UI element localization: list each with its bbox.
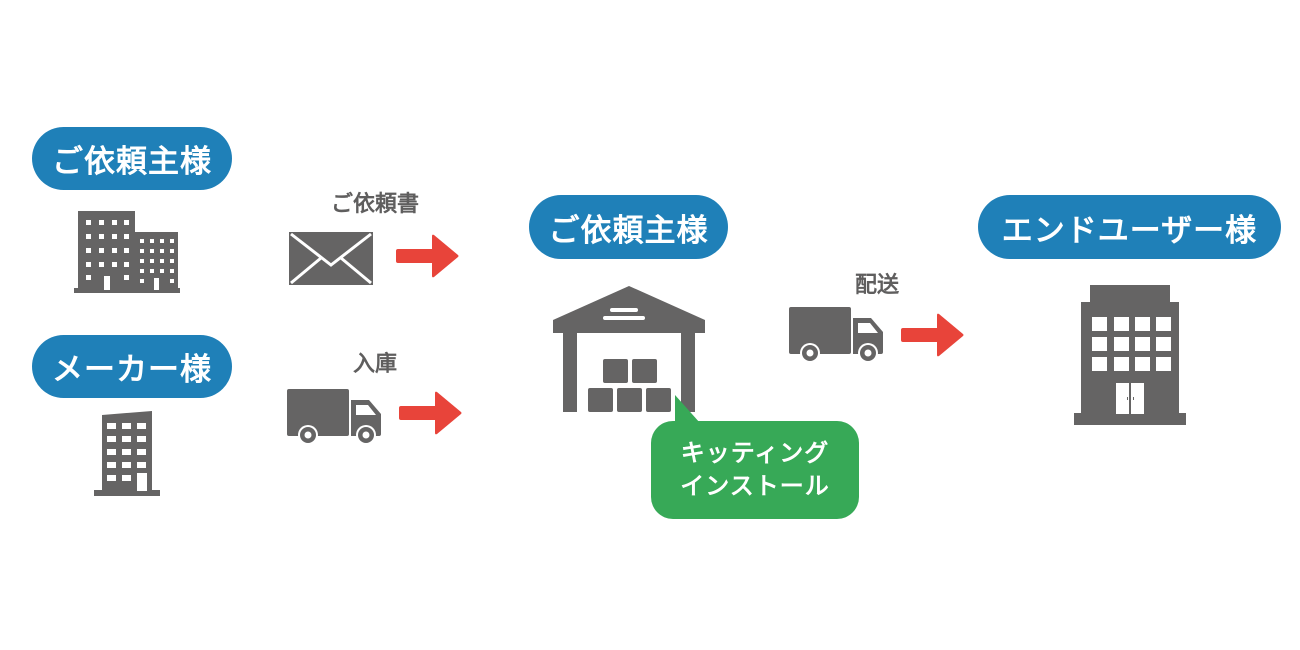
truck-icon [789, 307, 883, 363]
hub-client-pill: ご依頼主様 [529, 195, 728, 259]
end-user-pill: エンドユーザー様 [978, 195, 1281, 259]
arrow-right-icon [396, 234, 459, 278]
callout-line-1: キッティング [680, 439, 830, 467]
envelope-icon [289, 232, 373, 285]
receiving-label: 入庫 [352, 352, 397, 377]
office-buildings-icon [74, 211, 180, 293]
office-tower-icon [1074, 285, 1186, 425]
building-icon [94, 411, 160, 496]
arrow-right-icon [901, 313, 964, 357]
kitting-install-callout: キッティング インストール [651, 421, 859, 519]
callout-tail [675, 395, 700, 423]
arrow-right-icon [399, 391, 462, 435]
client-pill: ご依頼主様 [32, 127, 232, 190]
maker-pill: メーカー様 [32, 335, 232, 398]
truck-icon [287, 389, 381, 445]
warehouse-icon [553, 286, 705, 412]
callout-line-2: インストール [680, 472, 830, 500]
request-document-label: ご依頼書 [330, 192, 419, 217]
delivery-label: 配送 [854, 273, 899, 298]
